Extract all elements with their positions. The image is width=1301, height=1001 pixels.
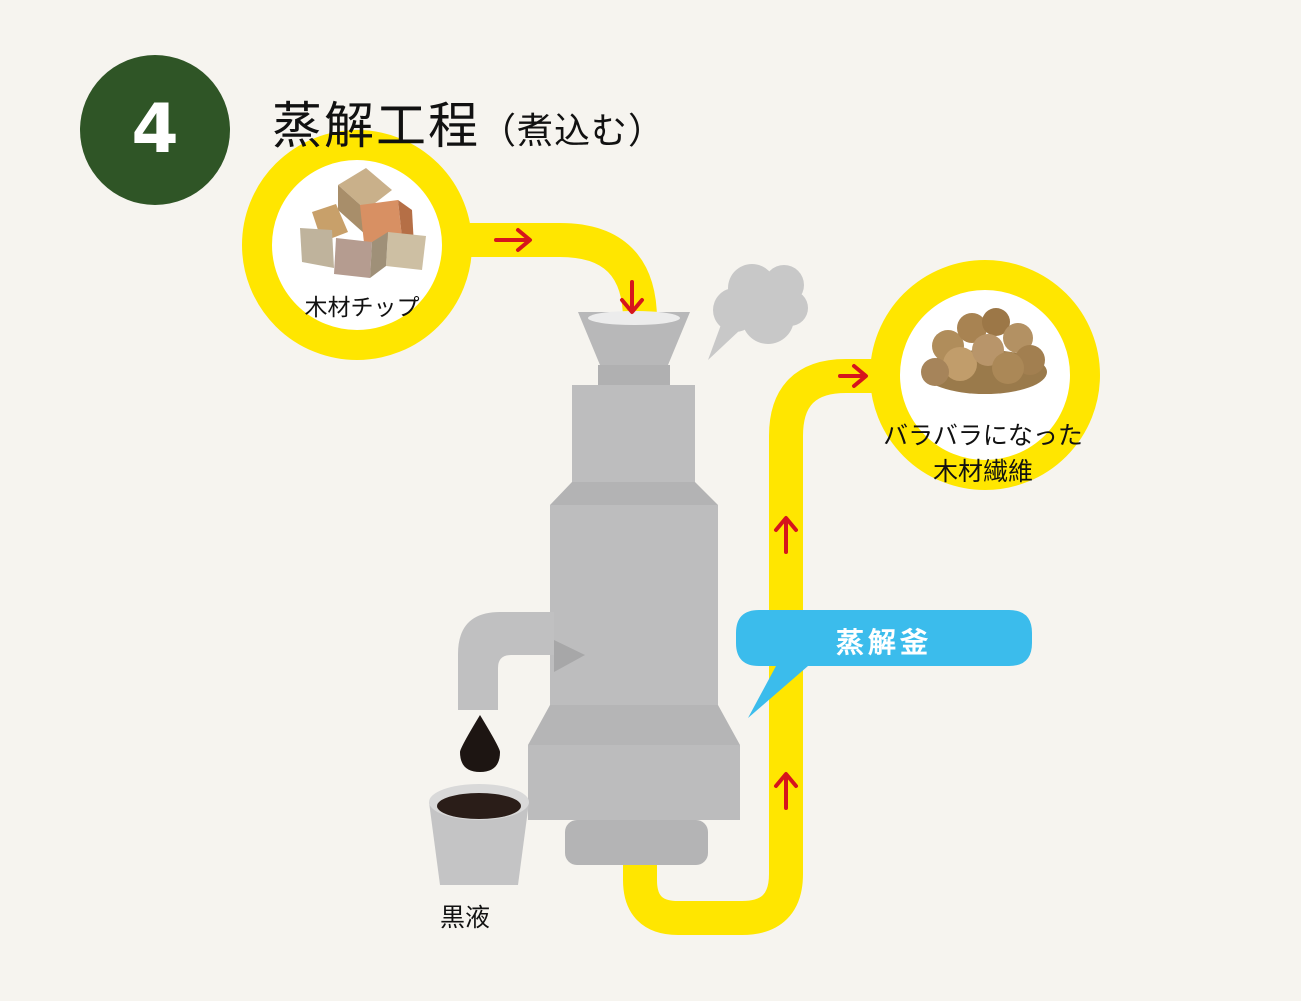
steam-cloud-icon — [708, 264, 808, 360]
cup-icon — [429, 784, 529, 885]
black-liquor-drop-icon — [460, 715, 500, 772]
arrow-right-icon — [838, 364, 868, 388]
digester-label: 蒸解釜 — [835, 626, 932, 659]
step-badge — [80, 55, 230, 205]
fiber-label: バラバラになった 木材繊維 — [838, 418, 1128, 490]
outlet-pipe — [458, 612, 554, 710]
page-title: 蒸解工程（煮込む） — [272, 86, 665, 158]
arrow-up-icon — [774, 772, 798, 810]
step-number: 4 — [131, 90, 179, 169]
arrow-up-icon — [774, 516, 798, 554]
fiber-label-line1: バラバラになった — [883, 421, 1083, 450]
arrow-down-icon — [620, 280, 644, 314]
arrow-right-icon — [494, 228, 532, 252]
wood-chips-label: 木材チップ — [304, 295, 420, 321]
hopper — [578, 312, 690, 365]
flow-arrows — [494, 228, 868, 810]
title-subtitle: （煮込む） — [480, 111, 666, 152]
wood-fiber-pile-icon — [921, 308, 1047, 394]
black-liquor-label: 黒液 — [439, 903, 490, 932]
flow-path-in — [470, 223, 657, 330]
digester-machine — [458, 311, 740, 865]
flow-path-out — [623, 359, 890, 935]
wood-chips-icon — [300, 168, 426, 278]
digester-callout — [736, 610, 1032, 718]
title-main: 蒸解工程 — [272, 97, 480, 155]
fiber-label-line2: 木材繊維 — [932, 457, 1033, 486]
digester-body — [550, 505, 718, 705]
